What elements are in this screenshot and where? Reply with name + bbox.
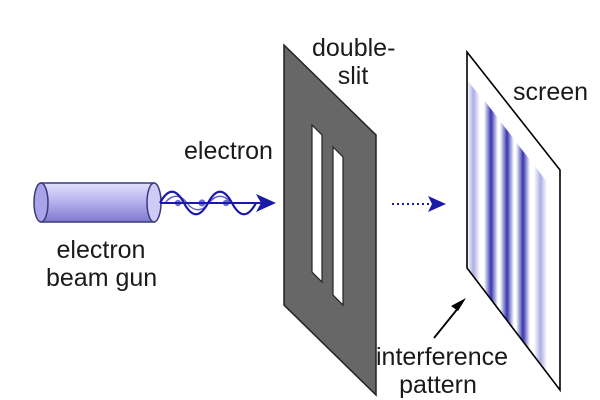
pattern-pointer-arrow-icon: [433, 298, 466, 339]
label-electron-beam-gun: electron beam gun: [46, 236, 158, 292]
label-interference-pattern: interference pattern: [376, 343, 509, 399]
electron-gun-icon: [33, 182, 162, 223]
label-pattern-line1: interference: [376, 343, 509, 371]
electron-wave-icon: [159, 190, 276, 216]
double-slit-panel: [283, 43, 377, 397]
label-slit-line2: slit: [337, 62, 369, 90]
detection-screen: [466, 49, 561, 393]
label-gun-line2: beam gun: [46, 264, 158, 292]
label-slit-line1: double-: [312, 34, 396, 62]
label-gun-line1: electron: [56, 236, 146, 264]
label-double-slit: double- slit: [312, 34, 396, 90]
label-electron: electron: [184, 137, 273, 165]
label-screen: screen: [513, 78, 589, 106]
dotted-path-arrow-icon: [392, 196, 446, 212]
label-pattern-line2: pattern: [399, 371, 477, 399]
